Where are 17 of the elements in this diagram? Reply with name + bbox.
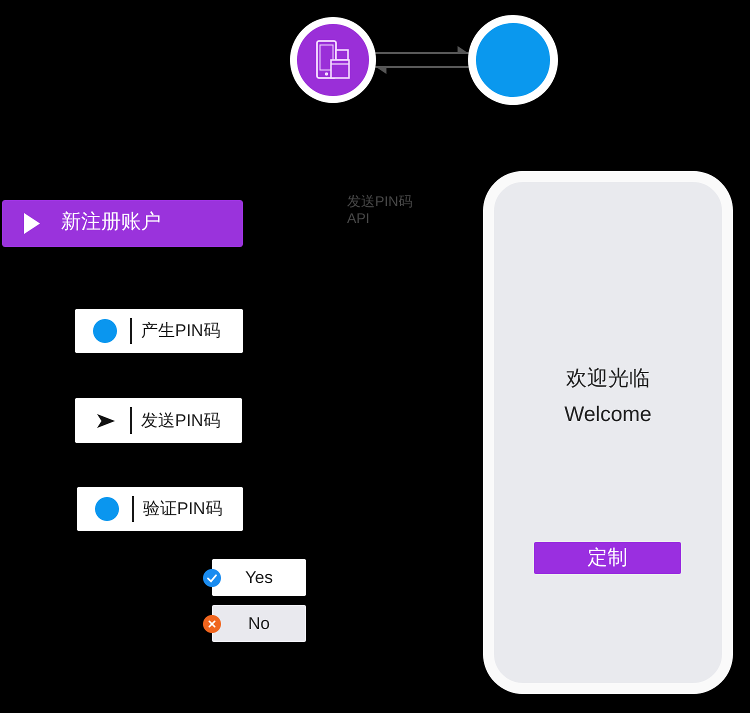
phone-mockup [483, 171, 733, 694]
arrow [374, 66, 469, 74]
api-label: 发送PIN码 API [347, 193, 414, 227]
step-label: 验证PIN码 [143, 498, 222, 520]
bar-title: 新注册账户 [61, 210, 161, 234]
step-label: 发送PIN码 [141, 410, 220, 432]
step-card [75, 398, 242, 443]
arrow [375, 46, 470, 54]
option-label: No [247, 612, 271, 634]
customize-button: 定制 [534, 542, 681, 574]
welcome-heading: 欢迎光临 [565, 366, 651, 392]
step-card [77, 487, 243, 531]
welcome-text: Welcome [563, 402, 653, 428]
step-label: 产生PIN码 [141, 320, 220, 342]
start-bar [2, 200, 243, 247]
step-card [75, 309, 243, 353]
option-label: Yes [244, 566, 274, 588]
